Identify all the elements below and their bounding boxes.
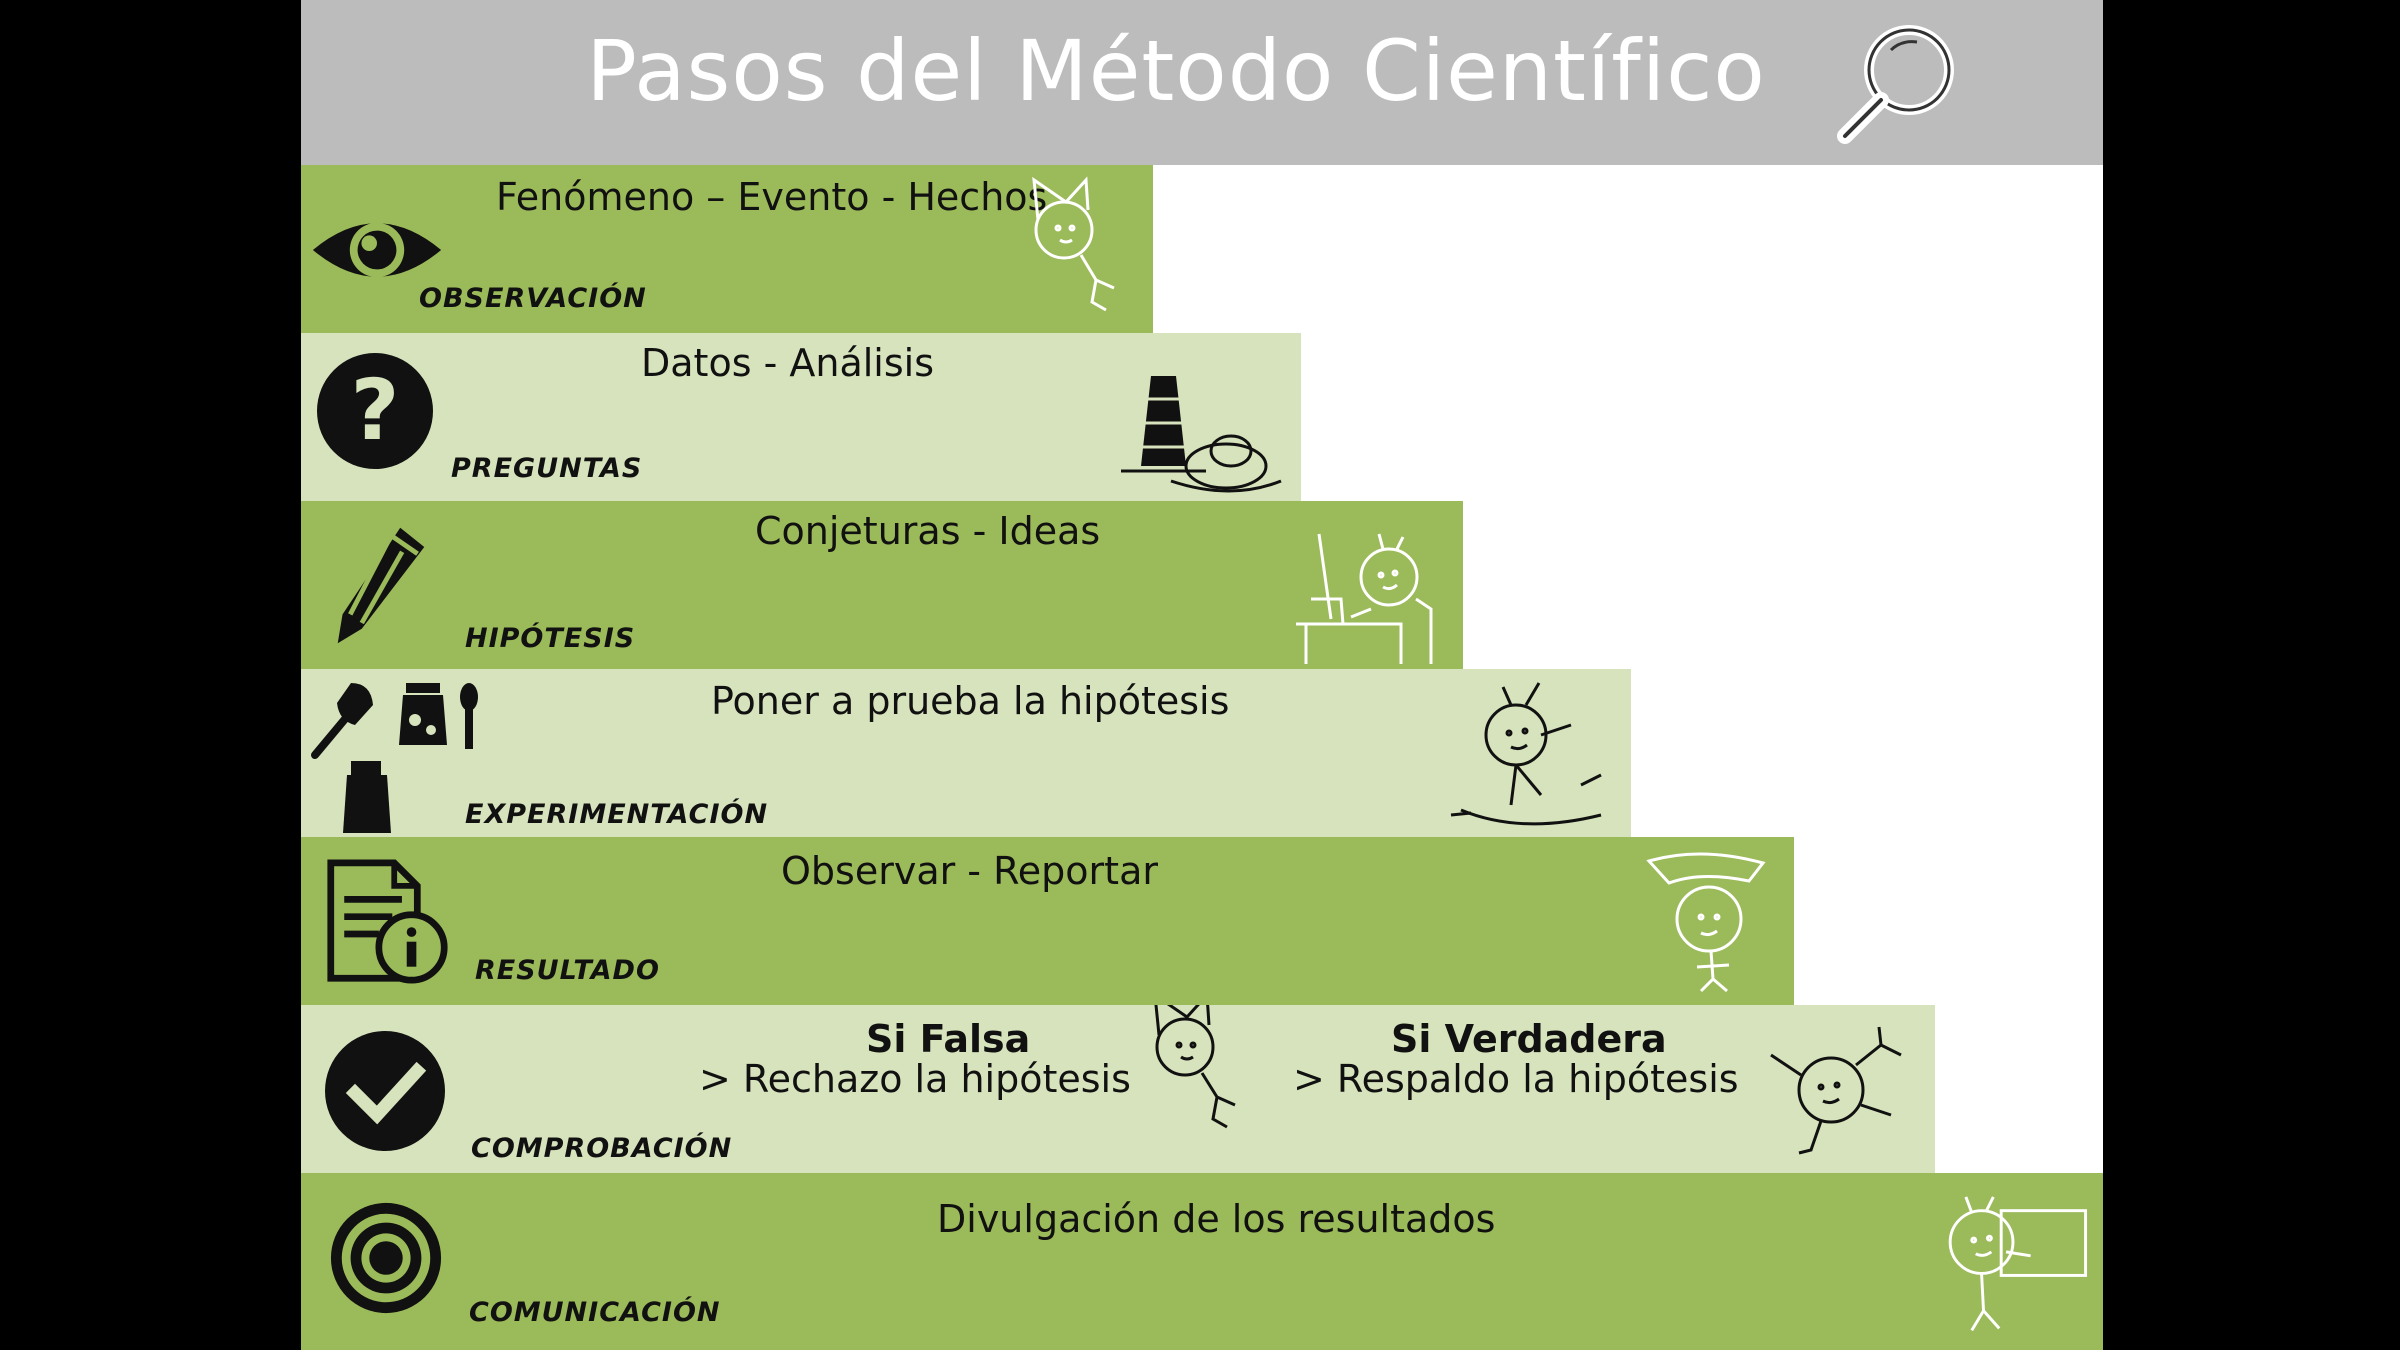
step-label: EXPERIMENTACIÓN bbox=[465, 799, 769, 830]
splash-figure-icon bbox=[1450, 682, 1602, 826]
step-comprobacion: Si Falsa > Rechazo la hipótesis Si Verda… bbox=[301, 1005, 1935, 1173]
true-description: > Respaldo la hipótesis bbox=[1293, 1057, 1739, 1101]
step-description: Fenómeno – Evento - Hechos bbox=[496, 175, 1048, 219]
step-label: PREGUNTAS bbox=[451, 453, 643, 484]
presenter-figure-icon bbox=[1948, 1196, 2088, 1332]
officer-figure-icon bbox=[1646, 852, 1766, 993]
step-label: OBSERVACIÓN bbox=[419, 283, 647, 314]
stick-figure-icon bbox=[1032, 176, 1115, 312]
step-description: Observar - Reportar bbox=[781, 849, 1158, 893]
step-label: HIPÓTESIS bbox=[465, 623, 636, 654]
target-icon bbox=[330, 1202, 442, 1314]
step-label: COMPROBACIÓN bbox=[471, 1133, 733, 1164]
question-icon: ? bbox=[317, 353, 433, 469]
magnifier-icon bbox=[1837, 25, 1954, 144]
svg-text:?: ? bbox=[351, 361, 400, 459]
step-label: RESULTADO bbox=[475, 955, 660, 986]
desk-figure-icon bbox=[1296, 533, 1433, 664]
true-title: Si Verdadera bbox=[1391, 1017, 1667, 1061]
stick-figure-icon bbox=[1154, 1005, 1236, 1129]
lab-tools-icon bbox=[311, 683, 478, 833]
step-observacion: Fenómeno – Evento - Hechos OBSERVACIÓN bbox=[301, 165, 1153, 333]
tumbling-figure-icon bbox=[1770, 1026, 1902, 1155]
step-description: Datos - Análisis bbox=[641, 341, 934, 385]
document-info-icon bbox=[327, 859, 448, 984]
eye-icon bbox=[312, 222, 442, 278]
step-description: Poner a prueba la hipótesis bbox=[711, 679, 1230, 723]
step-resultado: Observar - Reportar RESULTADO bbox=[301, 837, 1794, 1005]
header-bar: Pasos del Método Científico bbox=[301, 0, 2103, 165]
step-preguntas: ? Datos - Análisis PREGUNTAS bbox=[301, 333, 1301, 501]
page-title: Pasos del Método Científico bbox=[586, 22, 1766, 120]
step-hipotesis: Conjeturas - Ideas HIPÓTESIS bbox=[301, 501, 1463, 669]
checkmark-icon bbox=[325, 1031, 445, 1151]
step-label: COMUNICACIÓN bbox=[469, 1297, 721, 1328]
step-comunicacion: Divulgación de los resultados COMUNICACI… bbox=[301, 1173, 2103, 1350]
false-description: > Rechazo la hipótesis bbox=[699, 1057, 1131, 1101]
step-experimentacion: Poner a prueba la hipótesis EXPERIMENTAC… bbox=[301, 669, 1631, 837]
step-description: Conjeturas - Ideas bbox=[755, 509, 1101, 553]
pencil-icon bbox=[337, 527, 425, 644]
false-title: Si Falsa bbox=[866, 1017, 1031, 1061]
step-description: Divulgación de los resultados bbox=[937, 1197, 1496, 1241]
fallen-figure-icon bbox=[1121, 376, 1282, 493]
slide: Pasos del Método Científico Fenómeno – E… bbox=[301, 0, 2103, 1350]
